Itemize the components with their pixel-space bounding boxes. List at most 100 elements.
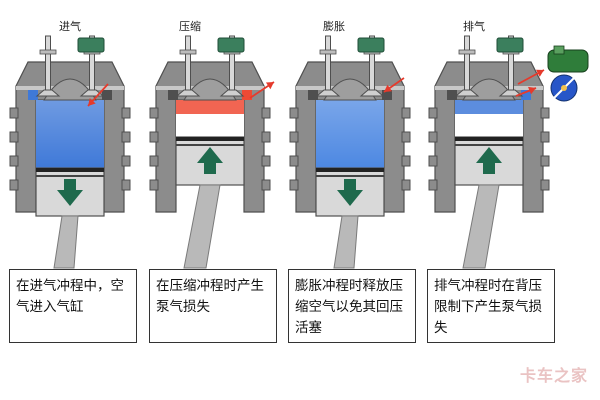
intake-flow-arrow-head [88, 98, 96, 106]
piston-ring-top [176, 137, 244, 141]
caption-intake: 在进气冲程中，空气进入气缸 [9, 269, 137, 343]
piston-ring-top [36, 168, 104, 172]
intake-valve-head [35, 89, 61, 97]
cylinder-block [155, 61, 265, 213]
valve-pivot [561, 85, 567, 91]
cooling-fin-left [149, 179, 159, 191]
piston-direction-arrow [337, 179, 363, 206]
exhaust-valve-head [359, 89, 385, 97]
piston-direction-arrow [197, 147, 223, 174]
intake-port [28, 90, 38, 100]
cooling-fin-right [540, 131, 550, 143]
piston-ring-second [455, 144, 523, 146]
piston-ring-second [176, 144, 244, 146]
stroke-title-intake: 进气 [59, 20, 81, 33]
hot-zone [176, 100, 244, 114]
exhaust-port [102, 90, 112, 100]
cooling-fin-left [9, 155, 19, 167]
stroke-title-exhaust: 排气 [463, 20, 485, 33]
exhaust-valve-head [498, 89, 524, 97]
cooling-fin-right [540, 107, 550, 119]
connecting-rod [462, 184, 500, 269]
cooling-fin-right [261, 131, 271, 143]
intake-valve-head [315, 89, 341, 97]
intake-valve-head [175, 89, 201, 97]
intake-port [308, 90, 318, 100]
cooling-fin-left [428, 131, 438, 143]
engine-unit-1 [9, 35, 131, 269]
intake-valve-head [454, 89, 480, 97]
cooling-fin-right [540, 179, 550, 191]
cylinder-block [434, 61, 544, 213]
intake-valve-stem [325, 35, 331, 97]
stroke-title-expansion: 膨胀 [323, 20, 345, 33]
engine-unit-3 [289, 35, 411, 269]
cooling-fin-left [289, 179, 299, 191]
cooling-fin-right [540, 155, 550, 167]
camshaft-cap [217, 37, 245, 53]
cooling-fin-right [261, 179, 271, 191]
cooling-fin-left [428, 179, 438, 191]
chamber-shade [316, 100, 384, 168]
cooling-fin-left [149, 131, 159, 143]
cooling-fin-left [289, 107, 299, 119]
intake-port [168, 90, 178, 100]
cooling-fin-right [401, 131, 411, 143]
cooling-fin-left [9, 107, 19, 119]
cooling-fin-right [261, 155, 271, 167]
camshaft-cap [496, 37, 524, 53]
exhaust-flow-arrow-upper-head [535, 69, 544, 77]
cooling-fin-right [401, 179, 411, 191]
cooling-fin-left [149, 155, 159, 167]
engine-unit-2 [149, 35, 271, 269]
intake-valve-spring-seat [458, 49, 476, 55]
cooling-fin-right [121, 155, 131, 167]
caption-expansion: 膨胀冲程时释放压缩空气以免其回压活塞 [288, 269, 416, 343]
piston-ring-top [455, 137, 523, 141]
exhaust-port [521, 90, 531, 100]
cooling-fin-right [261, 107, 271, 119]
expansion-backflow-arrow-head [384, 84, 393, 92]
compression-leak-arrow-head [265, 82, 274, 90]
intake-valve-stem [464, 35, 470, 97]
piston-ring-second [316, 175, 384, 177]
camshaft-cap [77, 37, 105, 53]
intake-valve-spring-seat [39, 49, 57, 55]
intake-port [447, 90, 457, 100]
actuator-cap [553, 45, 565, 55]
cooling-fin-left [289, 131, 299, 143]
camshaft-cap [357, 37, 385, 53]
intake-valve-stem [185, 35, 191, 97]
exhaust-valve-head [219, 89, 245, 97]
connecting-rod [183, 184, 221, 269]
chamber-shade [36, 100, 104, 168]
intake-valve-spring-seat [179, 49, 197, 55]
piston-ring-second [36, 175, 104, 177]
cooling-fin-right [401, 107, 411, 119]
cooling-fin-left [428, 155, 438, 167]
cooling-fin-right [121, 107, 131, 119]
exhaust-flow-arrow-lower-head [528, 86, 536, 95]
cooling-fin-left [9, 179, 19, 191]
intake-valve-stem [45, 35, 51, 97]
connecting-rod [333, 215, 359, 269]
cooling-fin-right [121, 179, 131, 191]
connecting-rod [53, 215, 79, 269]
cooling-fin-right [401, 155, 411, 167]
cooling-fin-left [428, 107, 438, 119]
caption-compression: 在压缩冲程时产生泵气损失 [149, 269, 277, 343]
engine-unit-4 [428, 35, 550, 269]
intake-valve-spring-seat [319, 49, 337, 55]
cooling-fin-left [149, 107, 159, 119]
cooling-fin-right [121, 131, 131, 143]
exhaust-port [382, 90, 392, 100]
actuator-housing [547, 49, 589, 73]
piston-direction-arrow [476, 147, 502, 174]
exhaust-port [242, 90, 252, 100]
caption-exhaust: 排气冲程时在背压限制下产生泵气损失 [427, 269, 555, 343]
watermark-logo: 卡车之家 [519, 366, 588, 385]
piston-ring-top [316, 168, 384, 172]
cooling-fin-left [289, 155, 299, 167]
